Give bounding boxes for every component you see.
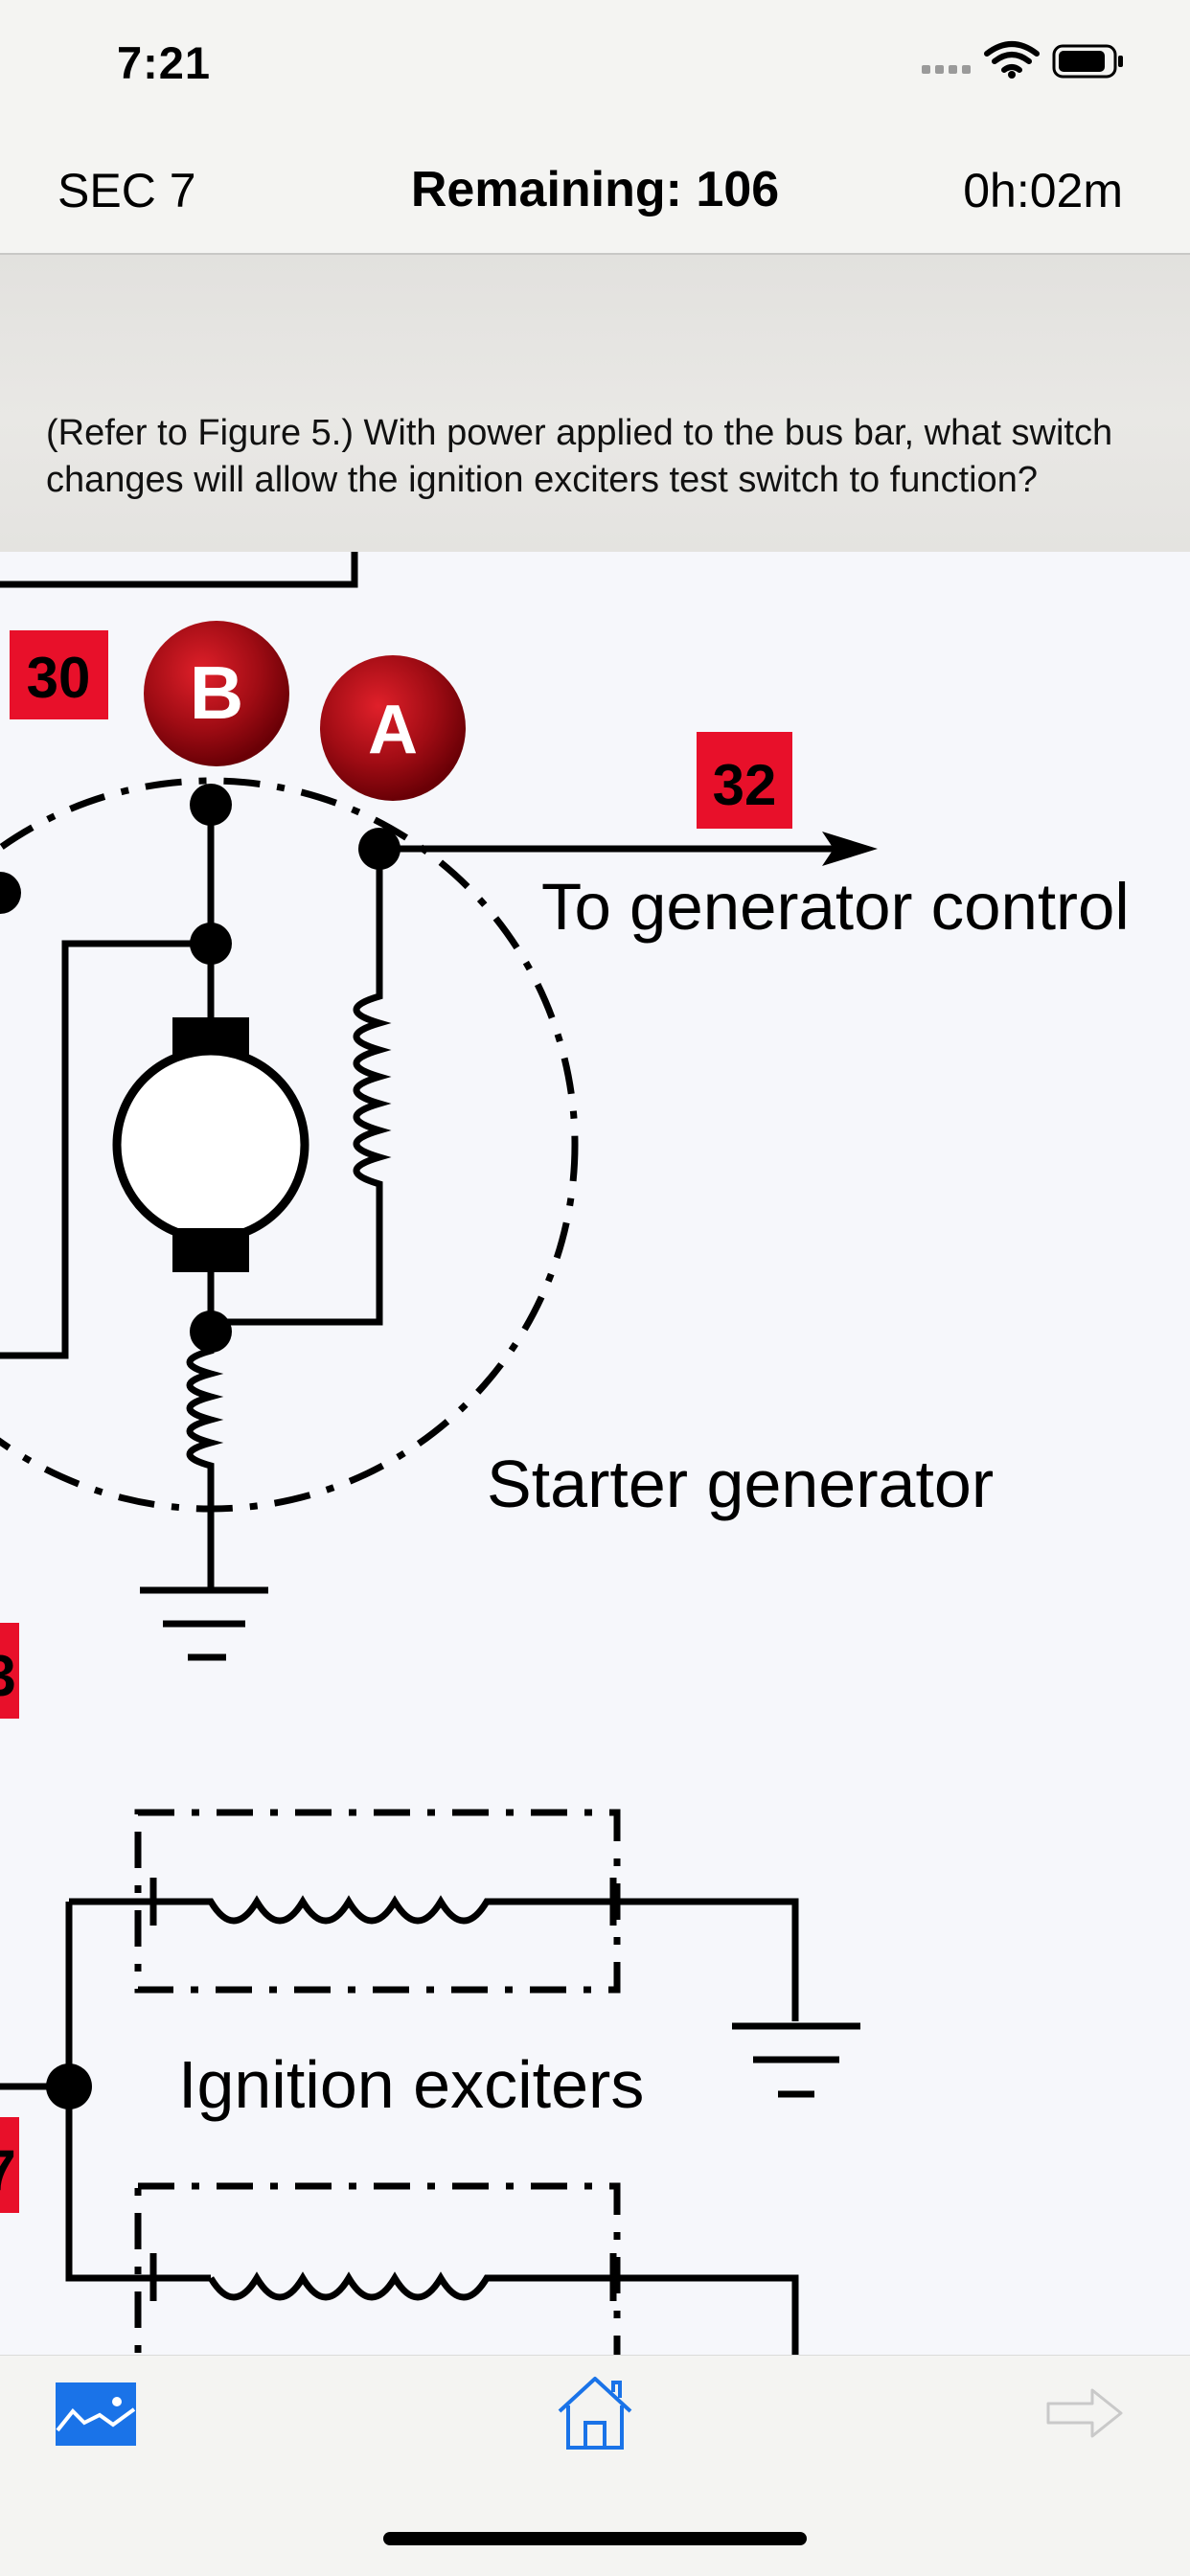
terminal-b: B <box>144 621 289 766</box>
home-icon <box>558 2377 632 2450</box>
nav-bar: SEC 7 Remaining: 106 0h:02m <box>0 134 1190 255</box>
wiring-diagram: 30 B A 32 To generator control <box>0 552 1130 2355</box>
motor-armature <box>112 1017 309 1272</box>
figure-image-button[interactable] <box>56 2382 136 2451</box>
ground-icon <box>732 2022 860 2098</box>
remaining-count: Remaining: 106 <box>410 162 780 217</box>
generator-control-arrow <box>379 832 878 866</box>
question-text: (Refer to Figure 5.) With power applied … <box>46 413 1113 500</box>
status-time: 7:21 <box>117 37 212 88</box>
arrow-right-icon <box>1046 2388 1123 2438</box>
status-bar: 7:21 <box>0 0 1190 134</box>
home-button[interactable] <box>556 2375 634 2456</box>
terminal-b-label: B <box>190 650 243 735</box>
badge-30: 30 <box>10 630 108 719</box>
ignition-exciter-upper <box>69 1809 799 2021</box>
terminal-a: A <box>320 655 466 801</box>
starter-generator-label: Starter generator <box>487 1447 994 1521</box>
home-indicator <box>383 2532 807 2545</box>
generator-control-label: To generator control <box>541 870 1130 944</box>
partial-badge-left-2: 7 <box>0 2117 19 2213</box>
image-icon <box>56 2382 136 2446</box>
partial-badge-left-1-label: 3 <box>0 1644 16 1708</box>
ground-icon <box>140 1586 268 1661</box>
terminal-a-label: A <box>368 692 418 768</box>
badge-32-label: 32 <box>713 753 777 817</box>
elapsed-timer: 0h:02m <box>963 164 1123 217</box>
next-question-button[interactable] <box>1044 2384 1125 2447</box>
figure-viewer[interactable]: 30 B A 32 To generator control <box>0 552 1190 2355</box>
status-icons <box>922 41 1123 79</box>
partial-badge-left-2-label: 7 <box>0 2138 16 2202</box>
question-panel: (Refer to Figure 5.) With power applied … <box>0 255 1190 552</box>
badge-32: 32 <box>697 732 792 829</box>
battery-icon <box>1052 44 1123 79</box>
partial-badge-left-1: 3 <box>0 1623 19 1719</box>
ignition-exciters-label: Ignition exciters <box>178 2047 644 2122</box>
section-label: SEC 7 <box>57 164 196 217</box>
badge-30-label: 30 <box>27 646 91 710</box>
ignition-exciter-lower <box>134 2182 799 2355</box>
wifi-icon <box>984 41 1040 73</box>
cellular-signal-icon <box>922 65 971 74</box>
